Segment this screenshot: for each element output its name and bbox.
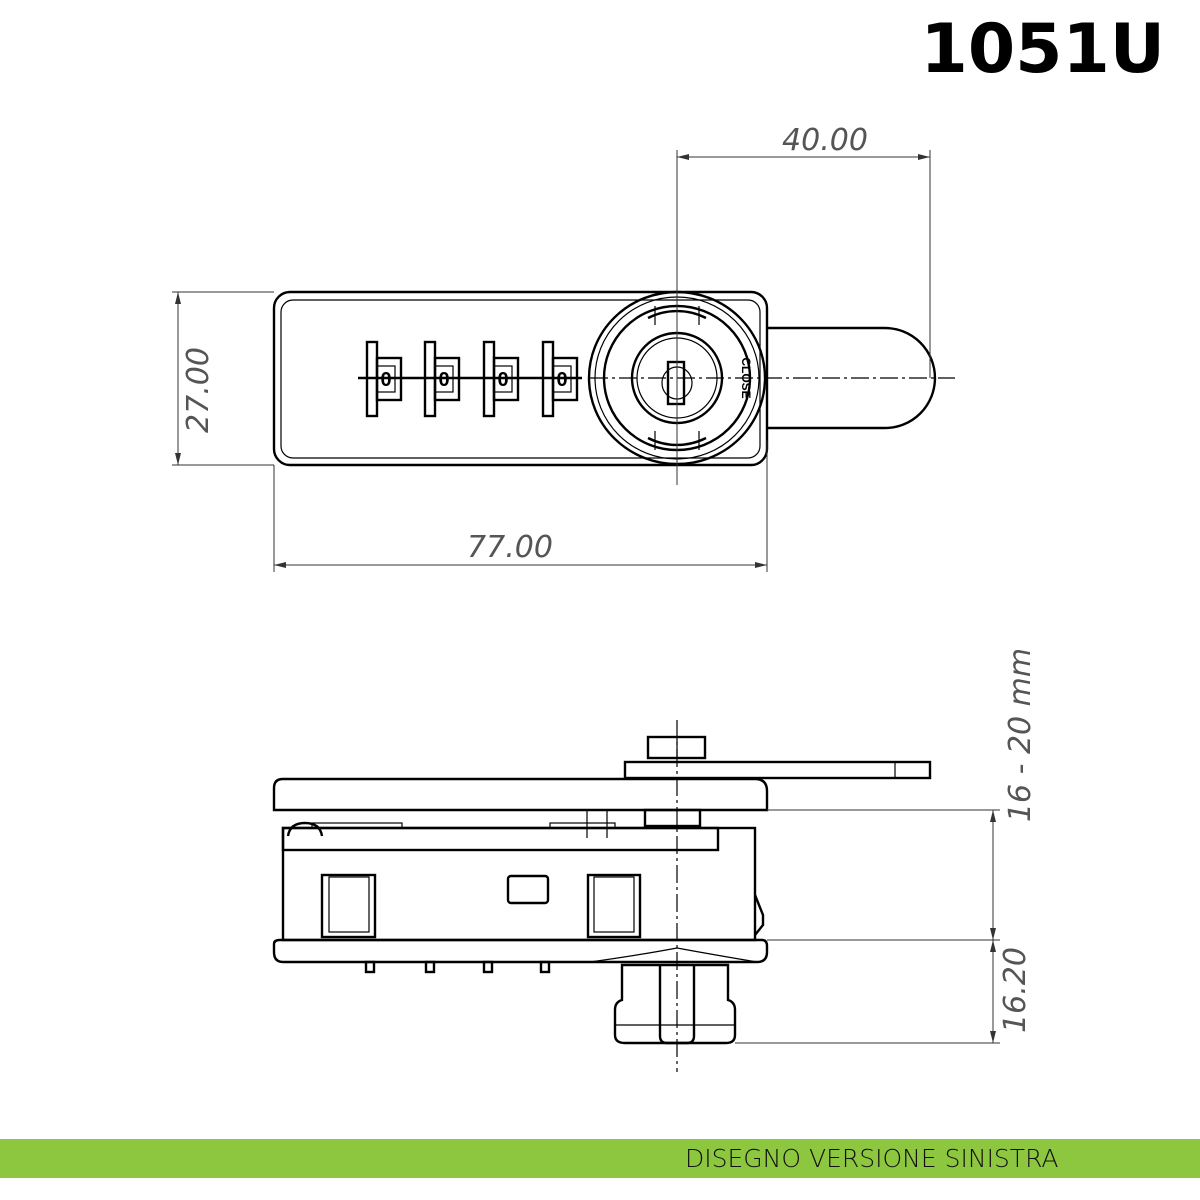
dimension-label-height: 27.00 xyxy=(181,347,216,433)
dimension-panel-thickness: 16 - 20 mm 16.20 xyxy=(735,648,1038,1044)
model-code-title: 1051U xyxy=(921,10,1165,89)
footer-label: DISEGNO VERSIONE SINISTRA xyxy=(685,1144,1059,1173)
cylinder xyxy=(613,963,737,1045)
footer-bar xyxy=(0,1139,1200,1178)
dimension-label-cylinder-depth: 16.20 xyxy=(998,947,1033,1033)
dimension-height: 27.00 xyxy=(172,291,274,466)
wheel-digit: 0 xyxy=(438,369,449,391)
dimension-label-panel-thickness: 16 - 20 mm xyxy=(1003,648,1038,822)
lock-housing xyxy=(281,826,757,942)
dimension-bolt: 40.00 xyxy=(677,123,931,378)
dimension-label-width: 77.00 xyxy=(467,530,553,565)
wheel-2[interactable]: 0 xyxy=(423,340,461,418)
top-plate xyxy=(272,777,769,812)
dimension-label-bolt: 40.00 xyxy=(782,123,868,158)
side-view: 16 - 20 mm 16.20 xyxy=(272,648,1038,1072)
lock-body-inner xyxy=(280,299,761,459)
wheel-digit: 0 xyxy=(497,369,508,391)
cam-arm xyxy=(623,760,932,780)
base-plate xyxy=(272,938,769,964)
wheel-digit: 0 xyxy=(380,369,391,391)
bolt xyxy=(767,326,937,430)
dimension-width: 77.00 xyxy=(273,440,768,572)
keyhole xyxy=(666,360,686,406)
wheel-4[interactable]: 0 xyxy=(541,340,579,418)
wheel-3[interactable]: 0 xyxy=(482,340,520,418)
wheel-digit: 0 xyxy=(556,369,567,391)
front-view: CLOSE 0 0 0 0 40.00 xyxy=(172,123,955,572)
wheel-1[interactable]: 0 xyxy=(365,340,403,418)
